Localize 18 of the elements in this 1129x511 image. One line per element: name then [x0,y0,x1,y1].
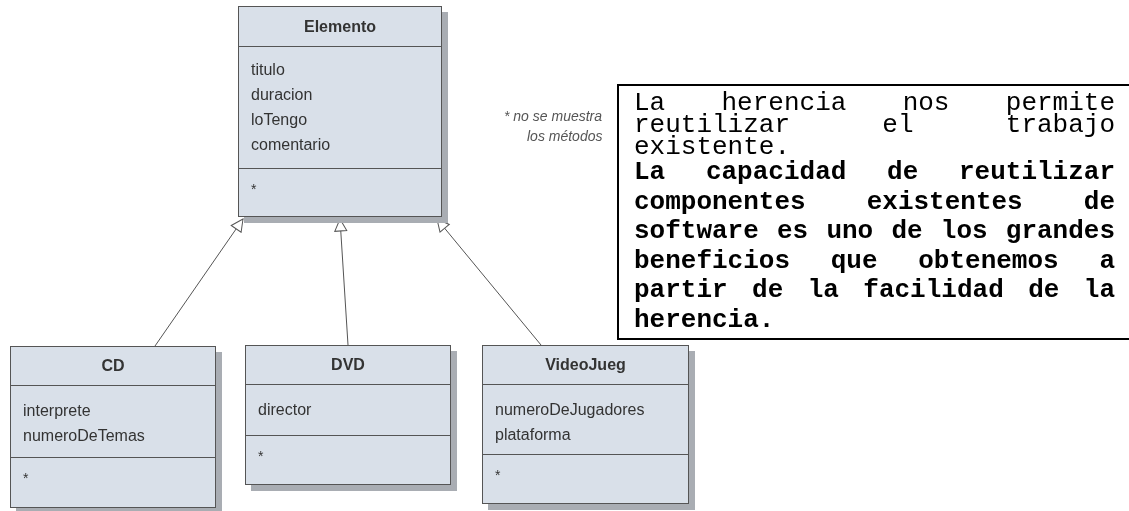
note-box [617,84,1129,340]
note-text: los métodos [527,128,603,144]
method-list: * [495,467,501,483]
class-name: VideoJueg [544,356,627,374]
attribute-list: director [258,397,312,422]
class-name: Elemento [303,18,377,36]
note-text: * no se muestra [504,108,603,124]
paragraph: La herencia nos permite reutilizar el trabajo existente. [634,92,1115,158]
paragraph: La capacidad de reutilizar componentes existentes de software es uno de los grandes beneficios que obtenemos a partir de la facilidad de la herencia. [634,158,1115,335]
attribute-list: interprete numeroDeTemas [23,398,145,448]
method-list: * [23,470,29,486]
class-name: DVD [330,356,366,374]
attribute-list: titulo duracion loTengo comentario [251,57,331,157]
class-name: CD [100,357,126,375]
attribute-list: numeroDeJugadores plataforma [495,397,645,447]
method-list: * [251,181,257,197]
method-list: * [258,448,264,464]
inheritance-arrow [154,218,244,347]
